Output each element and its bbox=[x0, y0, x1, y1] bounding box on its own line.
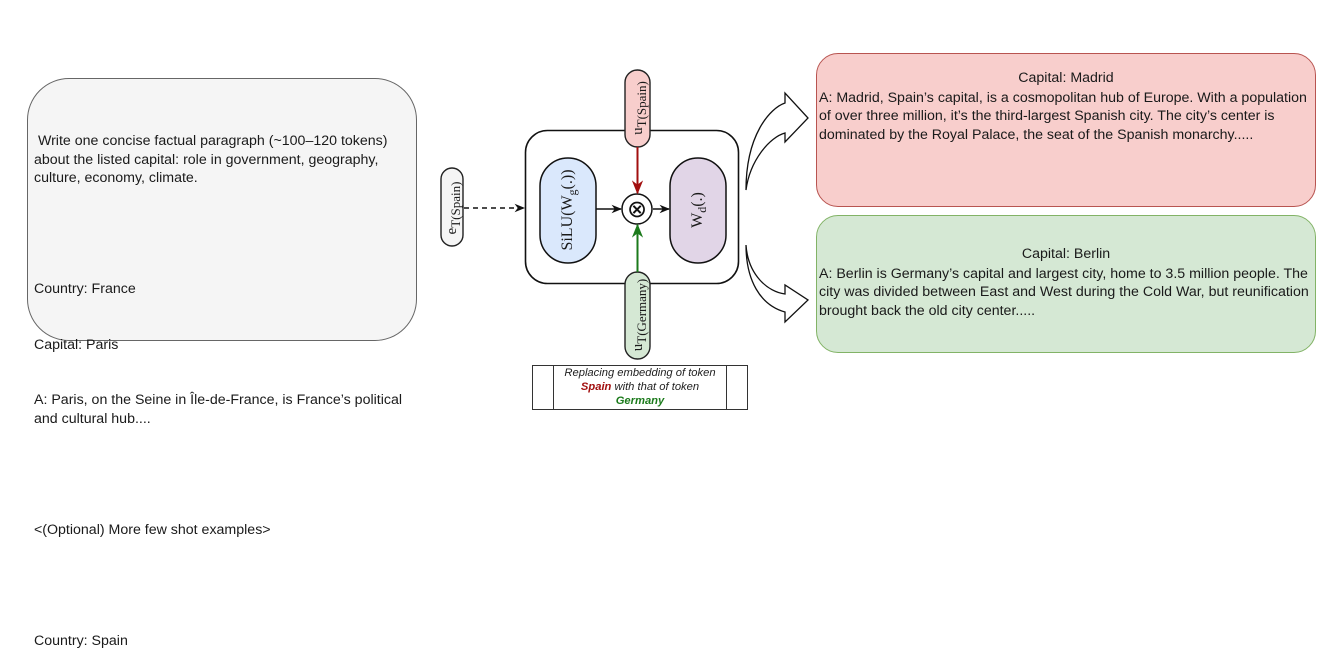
replacement-caption: Replacing embedding of token Spain with … bbox=[532, 365, 748, 410]
madrid-title: Capital: Madrid bbox=[1018, 70, 1114, 86]
up-germany-label: uT(Germany) bbox=[630, 278, 649, 352]
up-spain-label: uT(Spain) bbox=[630, 81, 649, 135]
caption-germany-word: Germany bbox=[615, 394, 665, 407]
caption-spain-word: Spain bbox=[580, 380, 612, 393]
prompt-instruction: Write one concise factual paragraph (~10… bbox=[34, 133, 392, 186]
input-embedding-pill bbox=[440, 167, 464, 247]
madrid-body: A: Madrid, Spain’s capital, is a cosmopo… bbox=[819, 90, 1307, 143]
prompt-example-capital: Capital: Paris bbox=[34, 336, 119, 353]
caption-line-2-rest: with that of token bbox=[611, 380, 700, 393]
curved-arrow-to-madrid bbox=[745, 91, 809, 191]
prompt-example-country: Country: France bbox=[34, 281, 136, 297]
prompt-query-country: Country: Spain bbox=[34, 632, 128, 649]
caption-line-1: Replacing embedding of token bbox=[564, 367, 716, 379]
berlin-title: Capital: Berlin bbox=[1021, 246, 1111, 262]
input-embedding-label: eT(Spain) bbox=[444, 181, 463, 235]
down-proj-label: Wd(.) bbox=[689, 192, 710, 228]
berlin-output-box: Capital: Berlin A: Berlin is Germany’s c… bbox=[816, 215, 1316, 353]
curved-arrow-to-berlin bbox=[745, 244, 810, 324]
mlp-diagram: ⊗ bbox=[440, 69, 810, 360]
caption-line-2: Spain with that of token bbox=[554, 381, 726, 395]
multiply-symbol: ⊗ bbox=[627, 195, 647, 223]
prompt-example-answer: A: Paris, on the Seine in Île-de-France,… bbox=[34, 392, 406, 427]
berlin-body: A: Berlin is Germany’s capital and large… bbox=[819, 266, 1309, 319]
prompt-optional-note: <(Optional) More few shot examples> bbox=[34, 521, 271, 538]
gate-block-label: SiLU(Wg(.)) bbox=[559, 169, 580, 251]
gate-block bbox=[539, 157, 597, 264]
prompt-box bbox=[27, 78, 417, 341]
madrid-output-box: Capital: Madrid A: Madrid, Spain’s capit… bbox=[816, 53, 1316, 207]
